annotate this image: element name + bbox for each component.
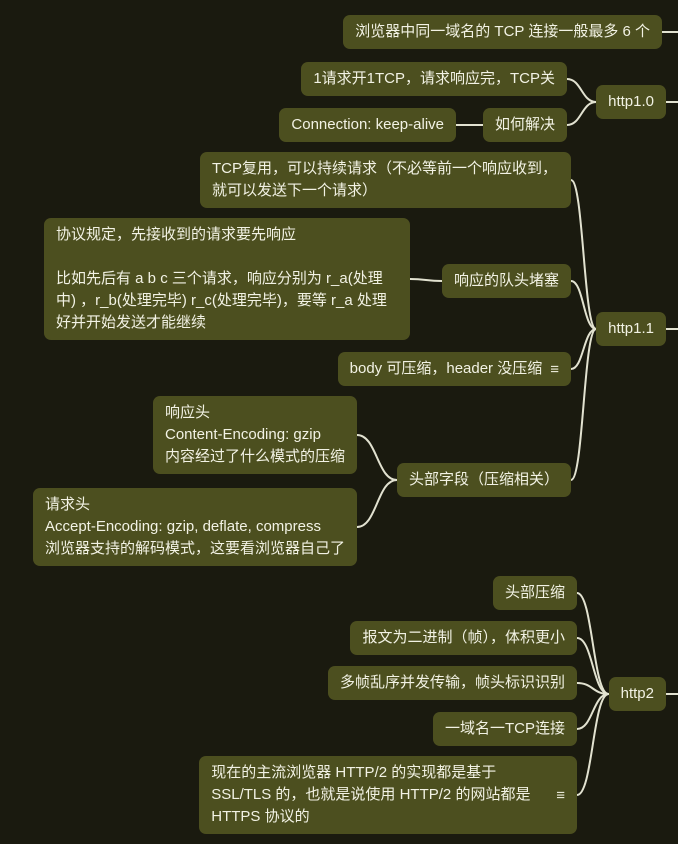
node-request-header-accept-encoding[interactable]: 请求头 Accept-Encoding: gzip, deflate, comp…: [32, 488, 357, 566]
node-http2-binary-frames[interactable]: 报文为二进制（帧），体积更小: [350, 621, 577, 655]
node-http2-one-domain-one-tcp[interactable]: 一域名一TCP连接: [432, 712, 577, 746]
node-how-to-solve[interactable]: 如何解决: [482, 108, 567, 142]
node-label: 现在的主流浏览器 HTTP/2 的实现都是基于 SSL/TLS 的，也就是说使用…: [211, 764, 535, 825]
node-response-head-of-line-blocking[interactable]: 响应的队头堵塞: [441, 264, 571, 298]
node-head-of-line-detail[interactable]: 协议规定，先接收到的请求要先响应 比如先后有 a b c 三个请求，响应分别为 …: [44, 218, 410, 340]
node-tcp-connection-limit[interactable]: 浏览器中同一域名的 TCP 连接一般最多 6 个: [343, 15, 662, 49]
node-http1-0[interactable]: http1.0: [596, 85, 666, 119]
notes-icon[interactable]: ≡: [556, 786, 565, 804]
node-http2-multiplexing[interactable]: 多帧乱序并发传输，帧头标识识别: [327, 666, 577, 700]
node-http2-tls-https[interactable]: 现在的主流浏览器 HTTP/2 的实现都是基于 SSL/TLS 的，也就是说使用…: [199, 756, 577, 834]
node-body-compress-header-not[interactable]: body 可压缩，header 没压缩 ≡: [337, 352, 571, 386]
node-http2-header-compression[interactable]: 头部压缩: [492, 576, 577, 610]
node-one-request-one-tcp[interactable]: 1请求开1TCP，请求响应完，TCP关: [301, 62, 567, 96]
node-http2[interactable]: http2: [608, 677, 666, 711]
node-header-fields-compression[interactable]: 头部字段（压缩相关）: [396, 463, 571, 497]
node-tcp-reuse[interactable]: TCP复用，可以持续请求（不必等前一个响应收到，就可以发送下一个请求）: [200, 152, 571, 208]
notes-icon[interactable]: ≡: [550, 360, 559, 378]
node-http1-1[interactable]: http1.1: [596, 312, 666, 346]
node-response-header-encoding[interactable]: 响应头 Content-Encoding: gzip 内容经过了什么模式的压缩: [152, 396, 357, 474]
node-connection-keep-alive[interactable]: Connection: keep-alive: [279, 108, 456, 142]
node-label: body 可压缩，header 没压缩: [349, 360, 543, 377]
